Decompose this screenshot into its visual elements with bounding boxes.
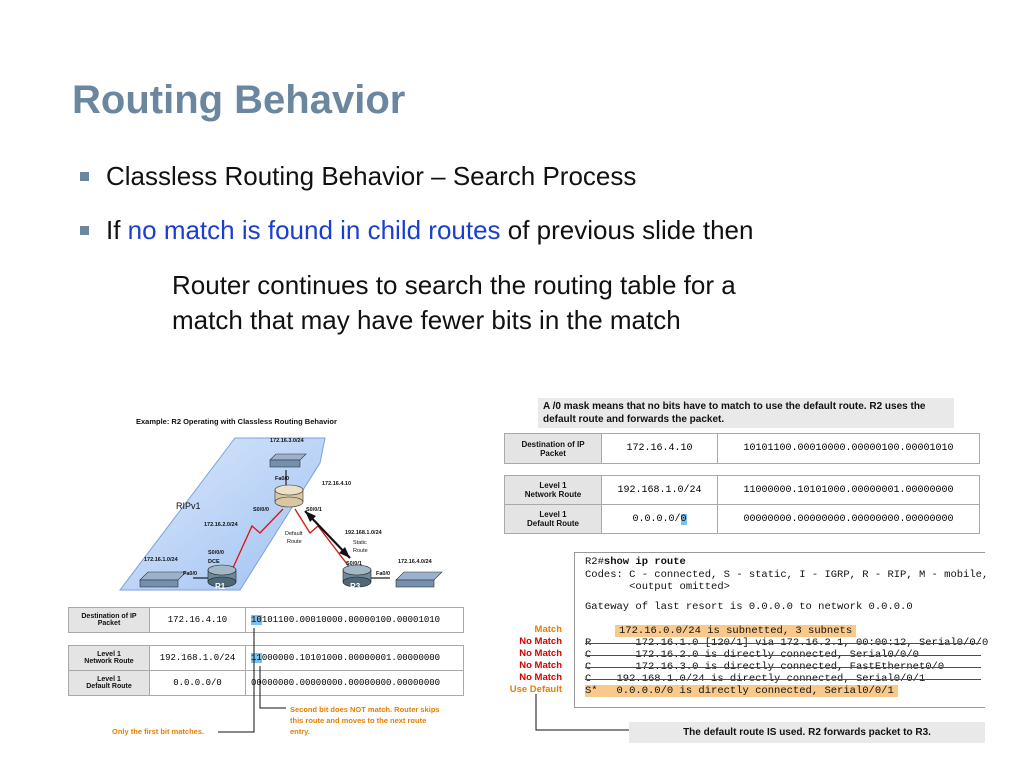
addr-cell: 0.0.0.0/0 bbox=[149, 670, 246, 696]
net-label: 172.16.4.10 bbox=[322, 481, 351, 487]
bullet-square-icon bbox=[80, 226, 89, 235]
bullet-text-suffix: of previous slide then bbox=[500, 215, 754, 245]
bits-cell: 00000000.00000000.00000000.00000000 bbox=[245, 670, 464, 696]
default-used-footer: The default route IS used. R2 forwards p… bbox=[629, 722, 985, 743]
bullet-item: If no match is found in child routes of … bbox=[80, 212, 980, 248]
addr-cell: 192.168.1.0/24 bbox=[601, 475, 718, 505]
strike-line bbox=[585, 679, 981, 680]
bullet-text-prefix: If bbox=[106, 215, 128, 245]
cli-line: Codes: C - connected, S - static, I - IG… bbox=[585, 569, 989, 581]
router-r1-icon: R1 bbox=[207, 564, 237, 591]
no-match-label: No Match bbox=[519, 660, 562, 671]
iface-label: S0/0/0 bbox=[208, 550, 224, 556]
addr-cell: 172.16.4.10 bbox=[601, 433, 718, 464]
cli-match-line: 172.16.0.0/24 is subnetted, 3 subnets bbox=[615, 625, 857, 637]
static-route-label: Static bbox=[353, 540, 367, 546]
router-r2-icon bbox=[274, 484, 304, 508]
strike-line bbox=[585, 643, 981, 644]
no-match-label: No Match bbox=[519, 636, 562, 647]
default-callout-line bbox=[535, 694, 630, 731]
default-route-label: Route bbox=[287, 539, 302, 545]
strike-line bbox=[585, 667, 981, 668]
switch-icon bbox=[395, 571, 443, 588]
cli-line: <output omitted> bbox=[585, 581, 730, 593]
ripv1-label: RIPv1 bbox=[176, 501, 201, 511]
sub-line: Router continues to search the routing t… bbox=[172, 270, 736, 300]
bits-mark: 11 bbox=[251, 653, 262, 663]
switch-icon bbox=[269, 453, 307, 468]
no-match-label: No Match bbox=[519, 648, 562, 659]
match-label: Match bbox=[534, 624, 562, 635]
topology-diagram: Example: R2 Operating with Classless Rou… bbox=[118, 417, 443, 591]
slide-title: Routing Behavior bbox=[72, 78, 406, 122]
addr-mark: 0 bbox=[680, 513, 687, 525]
use-default-label: Use Default bbox=[509, 684, 562, 695]
router-r3-icon: R3 bbox=[342, 564, 372, 591]
bullet-highlight: no match is found in child routes bbox=[127, 215, 501, 245]
iface-label: Fa0/0 bbox=[376, 571, 390, 577]
bits-cell: 10101100.00010000.00000100.00001010 bbox=[245, 607, 464, 633]
no-match-label: No Match bbox=[519, 672, 562, 683]
sub-line: match that may have fewer bits in the ma… bbox=[172, 305, 681, 335]
note-first-bit: Only the first bit matches. bbox=[112, 727, 205, 736]
net-label: 172.16.4.0/24 bbox=[398, 559, 433, 565]
bits-mark: 10 bbox=[251, 615, 262, 625]
bullet-text: Classless Routing Behavior – Search Proc… bbox=[106, 161, 637, 191]
net-label: 172.16.3.0/24 bbox=[270, 438, 305, 444]
bullet-item: Classless Routing Behavior – Search Proc… bbox=[80, 158, 980, 194]
net-label: 172.16.1.0/24 bbox=[144, 557, 179, 563]
router-r1-label: R1 bbox=[215, 582, 226, 591]
router-r3-label: R3 bbox=[350, 582, 361, 591]
cli-output: R2#show ip route Codes: C - connected, S… bbox=[574, 552, 989, 708]
iface-label: Fa0/0 bbox=[183, 571, 197, 577]
bullet-list: Classless Routing Behavior – Search Proc… bbox=[80, 158, 980, 266]
cli-command-line: R2#show ip route bbox=[585, 556, 686, 568]
topology-caption: Example: R2 Operating with Classless Rou… bbox=[136, 417, 337, 426]
addr-cell: 172.16.4.10 bbox=[149, 607, 246, 633]
bits-cell: 11000000.10101000.00000001.00000000 bbox=[717, 475, 980, 505]
ripv1-area bbox=[118, 437, 326, 591]
addr-cell: 0.0.0.0/0 bbox=[601, 504, 718, 534]
iface-label: Fa0/0 bbox=[275, 476, 289, 482]
sub-paragraph: Router continues to search the routing t… bbox=[172, 268, 892, 338]
left-callout-lines bbox=[218, 628, 286, 733]
iface-label: S0/0/1 bbox=[306, 507, 322, 513]
default-route-label: Default bbox=[285, 531, 303, 537]
iface-label: S0/0/0 bbox=[253, 507, 269, 513]
iface-label: S0/0/1 bbox=[346, 561, 362, 567]
cli-default-line: S* 0.0.0.0/0 is directly connected, Seri… bbox=[585, 685, 898, 697]
bits-cell: 10101100.00010000.00000100.00001010 bbox=[717, 433, 980, 464]
bits-cell: 11000000.10101000.00000001.00000000 bbox=[245, 645, 464, 671]
net-label: 172.16.2.0/24 bbox=[204, 522, 239, 528]
iface-label: DCE bbox=[208, 559, 220, 565]
note-second-bit: Second bit does NOT match. Router skips … bbox=[290, 705, 440, 736]
switch-icon bbox=[139, 571, 187, 588]
bullet-square-icon bbox=[80, 172, 89, 181]
static-route-label: Route bbox=[353, 548, 368, 554]
net-label: 192.168.1.0/24 bbox=[345, 530, 383, 536]
bits-cell: 00000000.00000000.00000000.00000000 bbox=[717, 504, 980, 534]
default-mask-note: A /0 mask means that no bits have to mat… bbox=[538, 398, 954, 428]
strike-line bbox=[585, 655, 981, 656]
cli-line: Gateway of last resort is 0.0.0.0 to net… bbox=[585, 601, 913, 613]
